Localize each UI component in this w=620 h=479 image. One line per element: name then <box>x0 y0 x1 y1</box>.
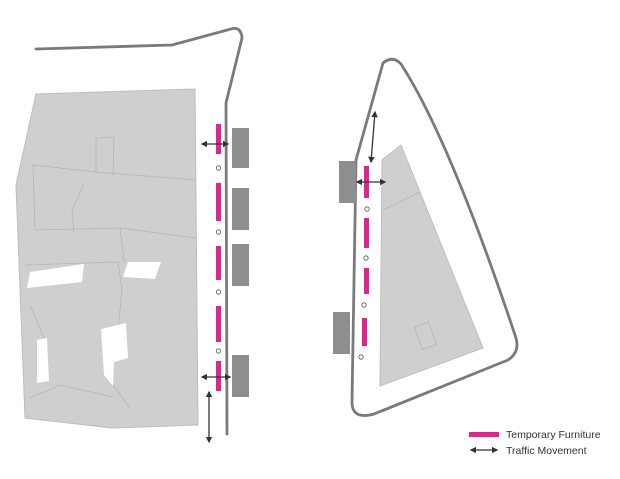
bollard <box>215 348 222 354</box>
legend: Temporary Furniture Traffic Movement <box>469 429 601 457</box>
temporary-furniture-segment <box>216 183 221 221</box>
parked-vehicle <box>232 244 249 286</box>
temporary-furniture-segment <box>216 361 221 391</box>
bollard <box>361 302 367 308</box>
bollard <box>215 165 222 171</box>
left-site <box>15 27 249 444</box>
road-outline-right <box>350 57 519 417</box>
bollard <box>363 255 369 261</box>
traffic-arrow-vertical <box>368 110 378 164</box>
parked-vehicle <box>232 128 249 168</box>
road-outline-left <box>34 27 244 436</box>
building-block-right <box>379 144 484 387</box>
parked-vehicle <box>232 355 249 397</box>
bollard <box>364 206 370 212</box>
right-site <box>333 57 519 417</box>
bollard <box>358 354 364 360</box>
bollards-left <box>215 165 222 354</box>
courtyards <box>27 262 161 386</box>
parked-vehicle <box>232 188 249 230</box>
legend-label-temporary-furniture: Temporary Furniture <box>506 429 601 441</box>
building-block-left <box>15 88 199 429</box>
bollard <box>215 229 222 235</box>
plot-lines <box>25 136 197 409</box>
plot-lines-right <box>382 191 438 351</box>
parked-vehicle <box>339 161 356 203</box>
bollard <box>215 289 222 295</box>
temporary-furniture-segment <box>364 268 369 294</box>
legend-swatch-temporary-furniture <box>469 432 499 437</box>
temporary-furniture-segment <box>364 218 369 248</box>
parked-vehicle <box>333 312 350 354</box>
parked-vehicles-right <box>333 161 356 354</box>
bollards-right <box>358 206 370 360</box>
traffic-arrows-right <box>355 110 387 186</box>
traffic-arrows-left <box>200 140 232 444</box>
temporary-furniture-segment <box>216 246 221 280</box>
temporary-furniture-segment <box>216 306 221 342</box>
legend-label-traffic-movement: Traffic Movement <box>506 445 587 457</box>
temporary-furniture-segment <box>216 124 221 154</box>
temporary-furniture-segment <box>362 318 367 346</box>
parked-vehicles-left <box>232 128 249 397</box>
